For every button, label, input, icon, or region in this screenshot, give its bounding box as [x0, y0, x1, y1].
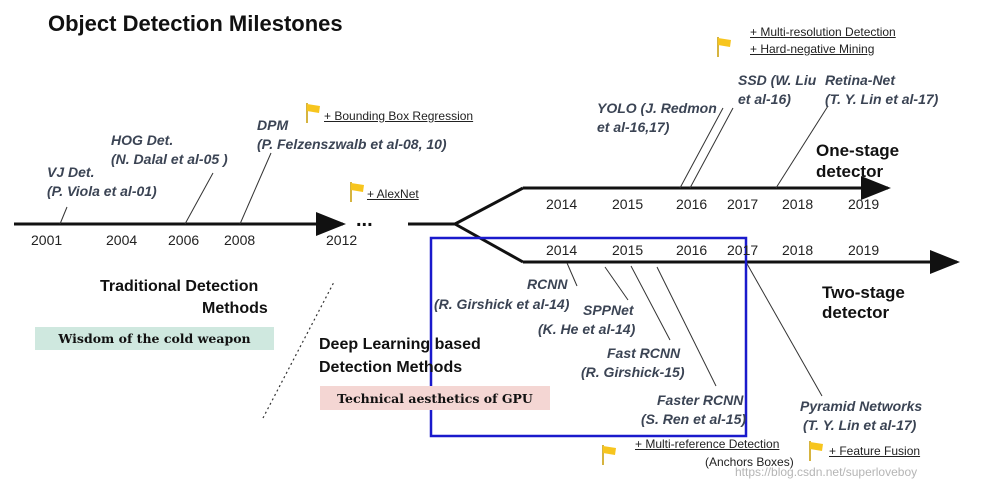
anchors-note: (Anchors Boxes): [705, 455, 794, 469]
fpn-ref: (T. Y. Lin et al-17): [803, 417, 917, 433]
two-stage-label-2: detector: [822, 303, 890, 322]
traditional-heading-2: Methods: [202, 300, 268, 317]
flag-icon: [717, 37, 731, 57]
retina-name: Retina-Net: [825, 72, 896, 88]
one-stage-year: 2018: [782, 196, 814, 212]
retina-leader-line: [775, 105, 829, 189]
dpm-leader-line: [239, 152, 272, 225]
flag-icon: [602, 445, 616, 465]
hog-detector-name: HOG Det.: [111, 132, 174, 148]
traditional-badge: Wisdom of the cold weapon: [35, 327, 274, 350]
year-label: 2004: [106, 232, 138, 248]
ssd-ref: et al-16): [738, 91, 791, 107]
dpm-name: DPM: [257, 117, 289, 133]
sppnet-leader-line: [604, 266, 629, 301]
yolo-name: YOLO (J. Redmon: [597, 100, 717, 116]
watermark: https://blog.csdn.net/superloveboy: [735, 465, 918, 479]
two-stage-year: 2019: [848, 242, 880, 258]
fastrcnn-name: Fast RCNN: [607, 345, 681, 361]
deep-learning-badge: Technical aesthetics of GPU: [320, 386, 550, 410]
two-stage-year: 2017: [727, 242, 759, 258]
fastrcnn-ref: (R. Girshick-15): [581, 364, 685, 380]
vj-leader-line: [59, 206, 68, 225]
two-stage-year: 2015: [612, 242, 644, 258]
two-stage-year: 2018: [782, 242, 814, 258]
ellipsis: ...: [356, 209, 373, 231]
year-label: 2008: [224, 232, 256, 248]
page-title: Object Detection Milestones: [48, 11, 343, 36]
multiref-note: + Multi-reference Detection: [635, 437, 780, 451]
rcnn-ref: (R. Girshick et al-14): [434, 296, 570, 312]
two-stage-year: 2016: [676, 242, 708, 258]
yolo-leader-line: [679, 107, 724, 189]
one-stage-year: 2016: [676, 196, 708, 212]
rcnn-leader-line: [566, 262, 578, 287]
fpn-leader-line: [745, 261, 823, 397]
fasterrcnn-leader-line: [656, 266, 717, 387]
dpm-ref: (P. Felzenszwalb et al-08, 10): [257, 136, 447, 152]
one-stage-year: 2019: [848, 196, 880, 212]
flag-icon: [306, 103, 320, 123]
fasterrcnn-ref: (S. Ren et al-15): [641, 411, 747, 427]
yolo-ref: et al-16,17): [597, 119, 670, 135]
hog-detector-ref: (N. Dalal et al-05 ): [111, 151, 228, 167]
hog-leader-line: [184, 172, 214, 225]
retina-ref: (T. Y. Lin et al-17): [825, 91, 939, 107]
two-stage-branch: [454, 222, 524, 264]
vj-detector-name: VJ Det.: [47, 164, 95, 180]
hardneg-note: + Hard-negative Mining: [750, 42, 875, 56]
two-stage-year: 2014: [546, 242, 578, 258]
sppnet-ref: (K. He et al-14): [538, 321, 636, 337]
rcnn-name: RCNN: [527, 276, 568, 292]
deep-learning-heading: Deep Learning based: [319, 336, 481, 353]
dpm-note: + Bounding Box Regression: [324, 109, 474, 123]
one-stage-label: One-stage: [816, 141, 900, 160]
year-label: 2001: [31, 232, 63, 248]
sppnet-name: SPPNet: [583, 302, 634, 318]
year-label: 2012: [326, 232, 358, 248]
one-stage-branch: [454, 186, 524, 226]
fasterrcnn-name: Faster RCNN: [657, 392, 744, 408]
era-divider: [262, 281, 335, 419]
fastrcnn-leader-line: [630, 265, 671, 341]
traditional-heading: Traditional Detection: [100, 278, 259, 295]
highlight-box: [429, 236, 748, 438]
deep-learning-heading-2: Detection Methods: [319, 359, 463, 376]
vj-detector-ref: (P. Viola et al-01): [47, 183, 157, 199]
year-label: 2006: [168, 232, 200, 248]
ssd-name: SSD (W. Liu: [738, 72, 817, 88]
flag-icon: [350, 182, 364, 202]
two-stage-label: Two-stage: [822, 283, 905, 302]
one-stage-label-2: detector: [816, 162, 884, 181]
alexnet-note: + AlexNet: [367, 187, 419, 201]
one-stage-year: 2015: [612, 196, 644, 212]
one-stage-year: 2017: [727, 196, 759, 212]
flag-icon: [809, 441, 823, 461]
one-stage-year: 2014: [546, 196, 578, 212]
fusion-note: + Feature Fusion: [829, 444, 921, 458]
fpn-name: Pyramid Networks: [800, 398, 923, 414]
multires-note: + Multi-resolution Detection: [750, 25, 896, 39]
ssd-leader-line: [689, 107, 734, 189]
